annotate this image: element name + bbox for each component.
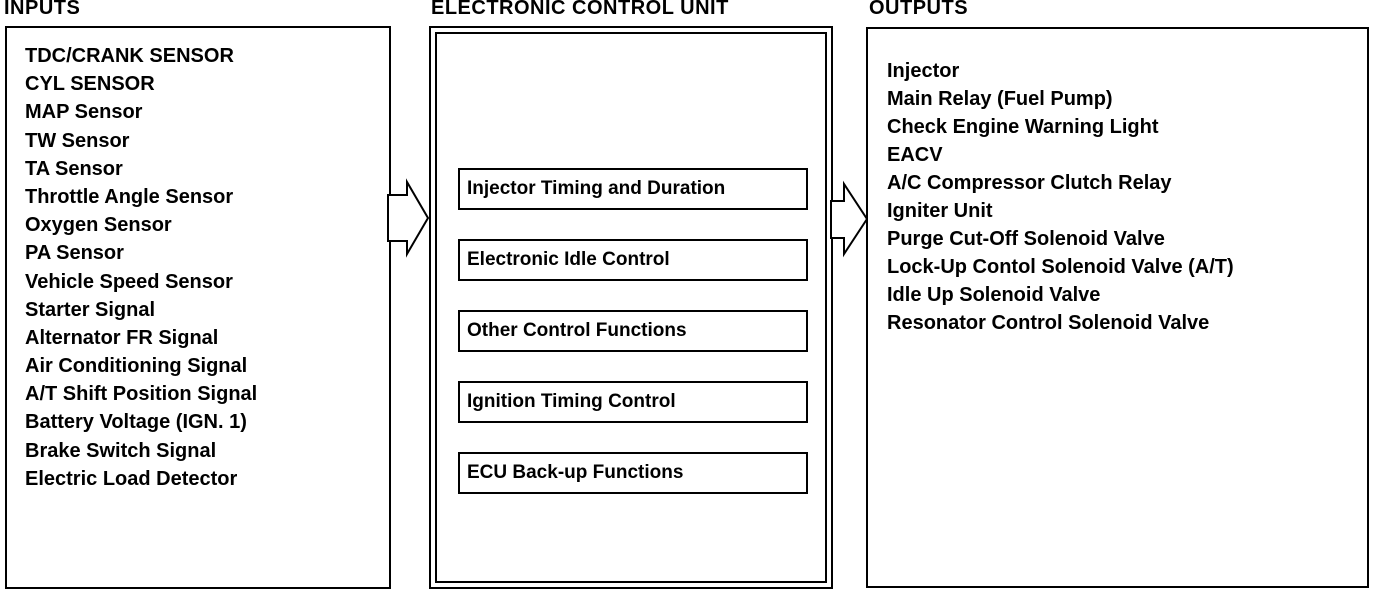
output-item: Main Relay (Fuel Pump) xyxy=(887,88,1113,110)
input-item: Brake Switch Signal xyxy=(25,439,217,462)
input-to-ecu-arrow xyxy=(387,178,430,258)
ecu-function-box: Ignition Timing Control xyxy=(458,381,808,423)
input-item: Throttle Angle Sensor xyxy=(25,185,234,208)
output-item: Injector xyxy=(887,60,960,82)
ecu-function-box: Electronic Idle Control xyxy=(458,239,808,281)
input-item: MAP Sensor xyxy=(25,101,143,124)
input-item: Battery Voltage (IGN. 1) xyxy=(25,411,247,434)
output-item: Igniter Unit xyxy=(887,200,993,222)
output-item: A/C Compressor Clutch Relay xyxy=(887,172,1172,194)
input-item: TW Sensor xyxy=(25,129,130,152)
inputs-list: TDC/CRANK SENSOR CYL SENSOR MAP Sensor T… xyxy=(25,42,257,493)
ecu-panel: Injector Timing and Duration Electronic … xyxy=(429,26,833,589)
ecu-inner-border: Injector Timing and Duration Electronic … xyxy=(435,32,827,583)
output-item: Check Engine Warning Light xyxy=(887,116,1159,138)
output-item: Idle Up Solenoid Valve xyxy=(887,284,1101,306)
input-item: Alternator FR Signal xyxy=(25,326,219,349)
outputs-heading: OUTPUTS xyxy=(869,0,969,19)
ecu-function-box: ECU Back-up Functions xyxy=(458,452,808,494)
outputs-panel: Injector Main Relay (Fuel Pump) Check En… xyxy=(866,27,1369,588)
input-item: TA Sensor xyxy=(25,157,123,180)
output-item: Lock-Up Contol Solenoid Valve (A/T) xyxy=(887,256,1234,278)
inputs-panel: TDC/CRANK SENSOR CYL SENSOR MAP Sensor T… xyxy=(5,26,391,589)
input-item: TDC/CRANK SENSOR xyxy=(25,45,234,67)
ecu-function-box: Injector Timing and Duration xyxy=(458,168,808,210)
input-item: A/T Shift Position Signal xyxy=(25,383,258,406)
input-item: Oxygen Sensor xyxy=(25,214,172,237)
input-item: Vehicle Speed Sensor xyxy=(25,270,233,293)
output-item: Purge Cut-Off Solenoid Valve xyxy=(887,228,1165,250)
input-item: Air Conditioning Signal xyxy=(25,355,248,378)
outputs-list: Injector Main Relay (Fuel Pump) Check En… xyxy=(887,57,1234,337)
input-item: Electric Load Detector xyxy=(25,467,238,490)
ecu-heading: ELECTRONIC CONTROL UNIT xyxy=(431,0,729,19)
ecu-to-output-arrow xyxy=(830,180,869,258)
inputs-heading: INPUTS xyxy=(4,0,81,19)
output-item: Resonator Control Solenoid Valve xyxy=(887,312,1210,334)
ecu-function-box: Other Control Functions xyxy=(458,310,808,352)
input-item: PA Sensor xyxy=(25,242,124,265)
input-item: Starter Signal xyxy=(25,298,156,321)
output-item: EACV xyxy=(887,144,943,166)
input-item: CYL SENSOR xyxy=(25,73,155,96)
